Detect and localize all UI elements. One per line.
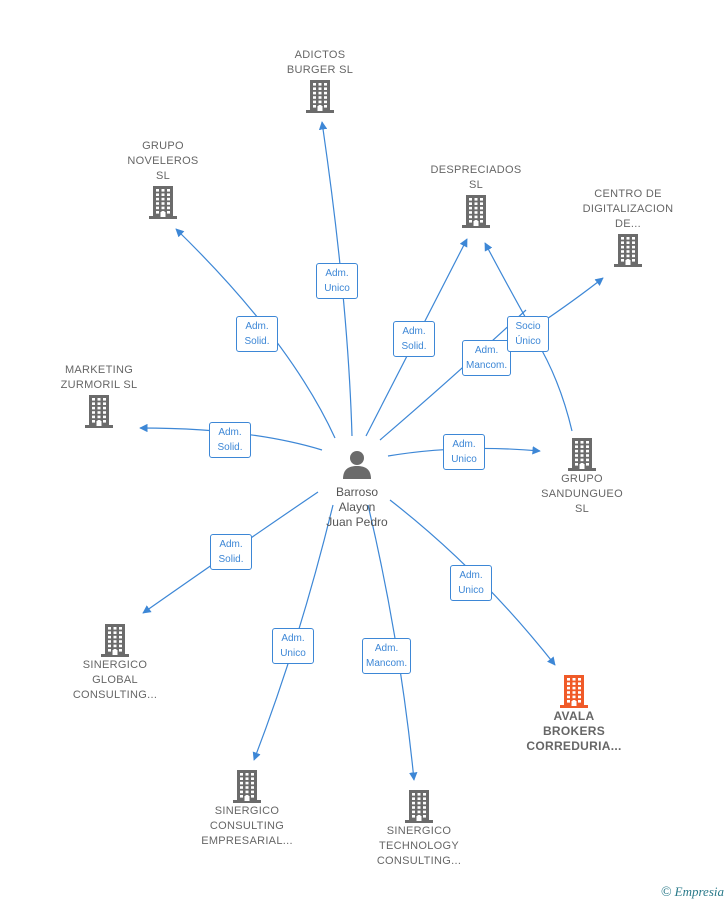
company-node-centro-de-digitalizacion[interactable]: CENTRO DE DIGITALIZACION DE... <box>553 187 703 268</box>
company-name-line: GRUPO <box>561 473 603 485</box>
relation-line: Solid. <box>217 442 243 453</box>
relation-line: Adm. <box>474 345 499 356</box>
company-name-line: SL <box>468 179 484 191</box>
person-node[interactable]: Barroso Alayon Juan Pedro <box>297 448 417 530</box>
company-node-grupo-sandungueo[interactable]: GRUPO SANDUNGUEO SL <box>507 436 657 517</box>
relation-line: Único <box>515 336 541 347</box>
person-name-line-2: Alayon <box>338 500 376 514</box>
relation-line: Solid. <box>401 341 427 352</box>
company-name-line: SL <box>155 170 171 182</box>
relation-badge-socio-unico[interactable]: Socio Único <box>507 316 549 352</box>
company-name-line: AVALA <box>553 709 595 723</box>
relation-badge-empresarial[interactable]: Adm. Unico <box>272 628 314 664</box>
company-name-line: MARKETING <box>64 364 134 376</box>
edge-sand-socio <box>535 339 573 432</box>
relation-badge-avala[interactable]: Adm. Unico <box>450 565 492 601</box>
company-name-line: DE... <box>615 218 641 230</box>
company-node-sinergico-consulting-empresarial[interactable]: SINERGICO CONSULTING EMPRESARIAL... <box>172 768 322 849</box>
company-name-line: SANDUNGUEO <box>541 488 623 500</box>
person-name-line-1: Barroso <box>335 485 379 499</box>
company-name-line: SINERGICO <box>214 805 280 817</box>
company-name-line: SL <box>574 503 590 515</box>
company-node-sinergico-technology-consulting[interactable]: SINERGICO TECHNOLOGY CONSULTING... <box>344 788 494 869</box>
company-node-despreciados[interactable]: DESPRECIADOS SL <box>401 163 551 229</box>
company-name-line: CONSULTING... <box>376 855 462 867</box>
relation-line: Solid. <box>244 336 270 347</box>
relation-badge-marketing[interactable]: Adm. Solid. <box>209 422 251 458</box>
relation-line: Unico <box>324 283 350 294</box>
building-icon <box>405 790 433 823</box>
relation-line: Adm. <box>459 570 483 581</box>
company-node-grupo-noveleros[interactable]: GRUPO NOVELEROS SL <box>88 139 238 220</box>
building-icon <box>306 80 334 113</box>
building-icon <box>85 395 113 428</box>
company-name-line: BURGER SL <box>286 64 354 76</box>
building-icon <box>149 186 177 219</box>
relation-line: Adm. <box>218 427 242 438</box>
company-node-sinergico-global-consulting[interactable]: SINERGICO GLOBAL CONSULTING... <box>40 622 190 703</box>
relation-line: Socio <box>515 321 541 332</box>
relation-line: Adm. <box>281 633 305 644</box>
relation-line: Mancom. <box>366 658 408 669</box>
company-name-line: ZURMORIL SL <box>60 379 138 391</box>
relation-badge-technology[interactable]: Adm. Mancom. <box>362 638 412 674</box>
copyright-icon: © <box>661 885 672 900</box>
relation-line: Mancom. <box>466 360 508 371</box>
relation-line: Unico <box>458 585 484 596</box>
company-name-line: SINERGICO <box>82 659 148 671</box>
company-name-line: DIGITALIZACION <box>582 203 674 215</box>
company-name-line: DESPRECIADOS <box>430 164 522 176</box>
relation-badge-adictos[interactable]: Adm. Unico <box>316 263 358 299</box>
building-icon <box>233 770 261 803</box>
building-icon <box>614 234 642 267</box>
company-name-line: CENTRO DE <box>594 188 662 200</box>
relation-badge-despreciados[interactable]: Adm. Solid. <box>393 321 435 357</box>
company-name-line: CONSULTING... <box>72 689 158 701</box>
company-node-avala-brokers[interactable]: AVALA BROKERS CORREDURIA... <box>499 673 649 754</box>
company-name-line: BROKERS <box>542 724 606 738</box>
relation-line: Adm. <box>219 539 243 550</box>
company-name-line: GRUPO <box>142 140 184 152</box>
relation-badge-sandungueo[interactable]: Adm. Unico <box>443 434 485 470</box>
company-node-adictos-burger[interactable]: ADICTOS BURGER SL <box>245 48 395 114</box>
relation-badge-mancom-despreciados[interactable]: Adm. Mancom. <box>462 340 512 376</box>
building-icon <box>101 624 129 657</box>
company-name-line: SINERGICO <box>386 825 452 837</box>
relation-badge-global[interactable]: Adm. Solid. <box>210 534 252 570</box>
company-name-line: ADICTOS <box>294 49 346 61</box>
company-name-line: CONSULTING <box>209 820 285 832</box>
relation-line: Adm. <box>402 326 426 337</box>
relation-line: Solid. <box>218 554 244 565</box>
relation-badge-noveleros[interactable]: Adm. Solid. <box>236 316 278 352</box>
company-name-line: TECHNOLOGY <box>378 840 459 852</box>
person-name-line-3: Juan Pedro <box>326 515 388 529</box>
relation-line: Adm. <box>452 439 476 450</box>
building-icon <box>560 675 588 708</box>
brand-name: Empresia <box>674 884 724 899</box>
building-icon <box>462 195 490 228</box>
building-icon <box>568 438 596 471</box>
relation-line: Adm. <box>325 268 349 279</box>
edge-socio-desp <box>484 242 529 323</box>
company-name-line: NOVELEROS <box>127 155 199 167</box>
company-name-line: GLOBAL <box>92 674 138 686</box>
company-node-marketing-zurmoril[interactable]: MARKETING ZURMORIL SL <box>24 363 174 429</box>
person-icon <box>343 451 371 479</box>
company-name-line: EMPRESARIAL... <box>201 835 293 847</box>
relation-line: Unico <box>280 648 306 659</box>
relation-line: Adm. <box>374 643 399 654</box>
company-name-line: CORREDURIA... <box>526 739 622 753</box>
relation-line: Unico <box>451 454 477 465</box>
relation-line: Adm. <box>245 321 269 332</box>
brand-logo[interactable]: ©Empresia <box>661 884 724 901</box>
